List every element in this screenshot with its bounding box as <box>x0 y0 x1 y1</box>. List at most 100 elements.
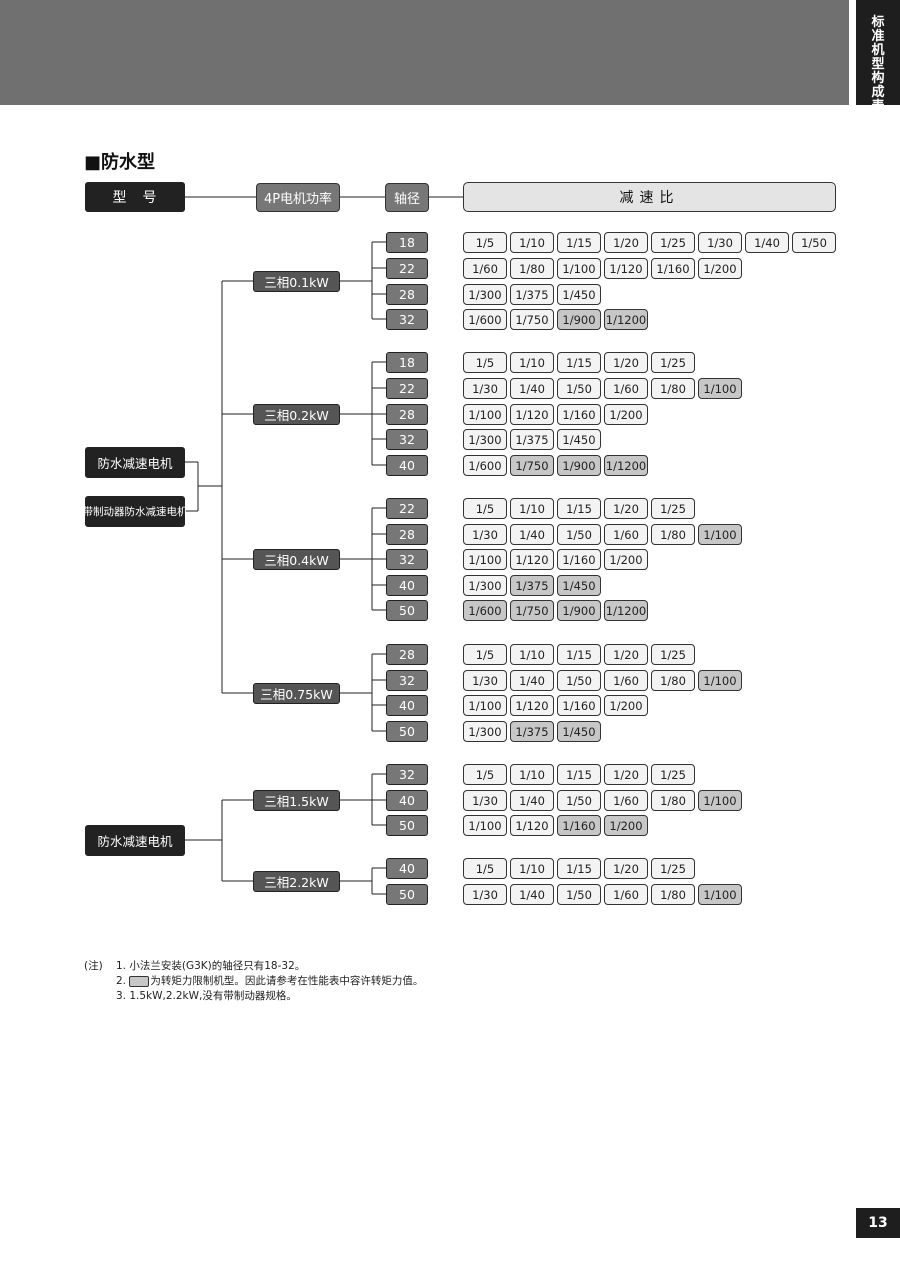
ratio-cell: 1/600 <box>463 455 507 476</box>
ratio-cell-limited: 1/900 <box>557 600 601 621</box>
notes: (注) 1. 小法兰安装(G3K)的轴径只有18-32。 2. 为转矩力限制机型… <box>84 959 423 1004</box>
ratio-cell: 1/50 <box>557 670 601 691</box>
shaft-box: 18 <box>386 352 428 373</box>
note-3: 3. 1.5kW,2.2kW,没有带制动器规格。 <box>116 990 297 1002</box>
ratio-cell: 1/25 <box>651 232 695 253</box>
header-banner <box>0 0 849 105</box>
ratio-cell: 1/15 <box>557 352 601 373</box>
ratio-cell: 1/160 <box>557 404 601 425</box>
ratio-cell: 1/20 <box>604 232 648 253</box>
side-tab-char: 型 <box>871 57 885 72</box>
ratio-cell: 1/600 <box>463 309 507 330</box>
ratio-cell: 1/200 <box>604 695 648 716</box>
section-title: ■防水型 <box>84 152 156 173</box>
ratio-cell: 1/15 <box>557 858 601 879</box>
ratio-cell: 1/25 <box>651 644 695 665</box>
shaft-box: 40 <box>386 858 428 879</box>
ratio-cell: 1/40 <box>745 232 789 253</box>
shaft-box: 40 <box>386 575 428 596</box>
ratio-cell: 1/40 <box>510 884 554 905</box>
ratio-cell: 1/50 <box>557 884 601 905</box>
ratio-cell: 1/100 <box>463 815 507 836</box>
header-power: 4P电机功率 <box>256 183 340 212</box>
shaft-box: 22 <box>386 258 428 279</box>
shaft-box: 18 <box>386 232 428 253</box>
ratio-cell: 1/100 <box>557 258 601 279</box>
ratio-cell: 1/40 <box>510 790 554 811</box>
ratio-cell: 1/25 <box>651 498 695 519</box>
side-tab-char: 成 <box>871 85 885 100</box>
ratio-cell: 1/60 <box>463 258 507 279</box>
ratio-cell: 1/5 <box>463 764 507 785</box>
ratio-cell: 1/25 <box>651 858 695 879</box>
ratio-cell: 1/80 <box>651 670 695 691</box>
shaft-box: 50 <box>386 884 428 905</box>
ratio-cell-limited: 1/375 <box>510 721 554 742</box>
ratio-cell: 1/20 <box>604 764 648 785</box>
ratio-cell: 1/300 <box>463 575 507 596</box>
limited-swatch-icon <box>129 975 150 987</box>
note-2-number: 2. <box>116 975 127 987</box>
side-tab-char: 表 <box>871 99 885 114</box>
ratio-cell: 1/60 <box>604 378 648 399</box>
ratio-cell: 1/25 <box>651 352 695 373</box>
ratio-cell: 1/15 <box>557 232 601 253</box>
ratio-cell: 1/10 <box>510 232 554 253</box>
ratio-cell: 1/30 <box>463 524 507 545</box>
motor-box: 带制动器防水减速电机 <box>83 496 188 527</box>
ratio-cell: 1/20 <box>604 498 648 519</box>
shaft-box: 28 <box>386 524 428 545</box>
power-box: 三相0.75kW <box>253 683 340 704</box>
ratio-cell: 1/5 <box>463 858 507 879</box>
ratio-cell-limited: 1/100 <box>698 670 742 691</box>
ratio-cell: 1/60 <box>604 884 648 905</box>
ratio-cell: 1/40 <box>510 524 554 545</box>
ratio-cell: 1/50 <box>792 232 836 253</box>
ratio-cell: 1/375 <box>510 284 554 305</box>
ratio-cell: 1/300 <box>463 284 507 305</box>
ratio-cell: 1/120 <box>510 695 554 716</box>
ratio-cell-limited: 1/450 <box>557 721 601 742</box>
ratio-cell: 1/60 <box>604 790 648 811</box>
ratio-cell: 1/15 <box>557 498 601 519</box>
ratio-cell: 1/300 <box>463 429 507 450</box>
power-box: 三相0.2kW <box>253 404 340 425</box>
ratio-cell: 1/200 <box>698 258 742 279</box>
ratio-cell: 1/15 <box>557 644 601 665</box>
shaft-box: 22 <box>386 378 428 399</box>
ratio-cell: 1/10 <box>510 352 554 373</box>
ratio-cell: 1/30 <box>463 884 507 905</box>
ratio-cell: 1/375 <box>510 429 554 450</box>
ratio-cell: 1/80 <box>651 790 695 811</box>
note-2-text: 为转矩力限制机型。因此请参考在性能表中容许转矩力值。 <box>150 975 424 987</box>
ratio-cell-limited: 1/100 <box>698 790 742 811</box>
notes-label: (注) <box>84 960 103 972</box>
shaft-box: 50 <box>386 600 428 621</box>
header-model: 型 号 <box>85 182 185 212</box>
ratio-cell: 1/60 <box>604 670 648 691</box>
ratio-cell: 1/25 <box>651 764 695 785</box>
side-tab-char: 机 <box>871 43 885 58</box>
power-box: 三相0.4kW <box>253 549 340 570</box>
ratio-cell: 1/5 <box>463 352 507 373</box>
note-1: 1. 小法兰安装(G3K)的轴径只有18-32。 <box>116 960 306 972</box>
ratio-cell: 1/200 <box>604 549 648 570</box>
ratio-cell-limited: 1/375 <box>510 575 554 596</box>
ratio-cell: 1/20 <box>604 352 648 373</box>
side-tab[interactable]: 标准机型构成表 <box>856 0 900 114</box>
shaft-box: 22 <box>386 498 428 519</box>
ratio-cell-limited: 1/900 <box>557 309 601 330</box>
ratio-cell: 1/100 <box>463 404 507 425</box>
ratio-cell: 1/80 <box>651 524 695 545</box>
ratio-cell: 1/5 <box>463 644 507 665</box>
ratio-cell: 1/5 <box>463 498 507 519</box>
ratio-cell-limited: 1/1200 <box>604 600 648 621</box>
ratio-cell: 1/160 <box>557 549 601 570</box>
motor-box: 防水减速电机 <box>85 447 185 478</box>
shaft-box: 32 <box>386 309 428 330</box>
ratio-cell: 1/160 <box>651 258 695 279</box>
ratio-cell: 1/20 <box>604 858 648 879</box>
ratio-cell-limited: 1/900 <box>557 455 601 476</box>
ratio-cell-limited: 1/750 <box>510 600 554 621</box>
